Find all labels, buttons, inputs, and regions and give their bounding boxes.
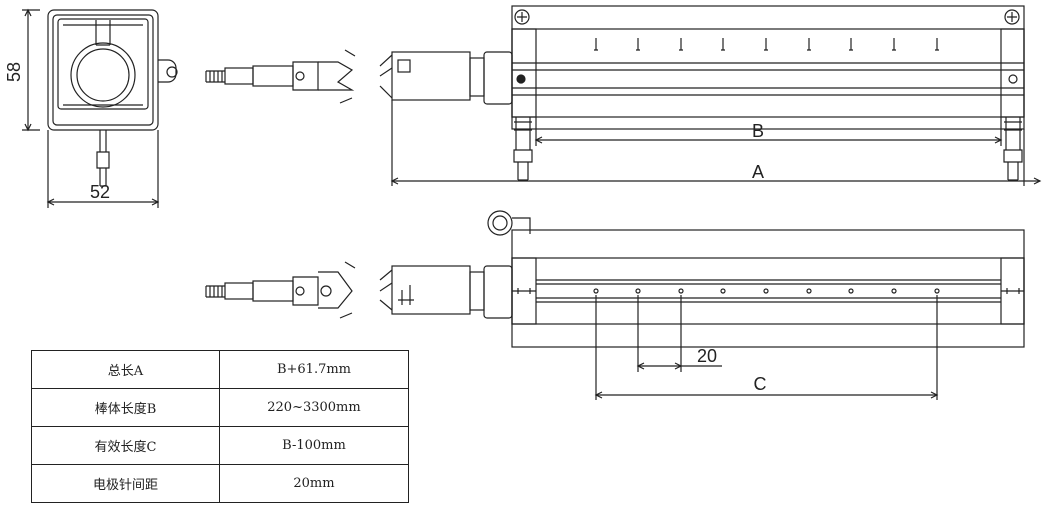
dim-label-c: C bbox=[754, 374, 767, 394]
spec-value: 220~3300mm bbox=[219, 388, 409, 427]
table-row: 电极针间距 20mm bbox=[31, 464, 409, 503]
table-row: 棒体长度B 220~3300mm bbox=[31, 388, 409, 427]
connector-top bbox=[205, 49, 513, 105]
dim-label-a: A bbox=[752, 162, 764, 182]
dim-label-20: 20 bbox=[697, 346, 717, 366]
spec-name: 棒体长度B bbox=[31, 388, 220, 427]
spec-value: B+61.7mm bbox=[219, 350, 409, 389]
table-row: 总长A B+61.7mm bbox=[31, 350, 409, 389]
spec-name: 电极针间距 bbox=[31, 464, 220, 503]
end-view bbox=[22, 8, 178, 208]
spec-name: 有效长度C bbox=[31, 426, 220, 465]
dim-label-b: B bbox=[752, 121, 764, 141]
connector-bottom bbox=[205, 261, 513, 319]
bar-top-view bbox=[390, 5, 1042, 186]
bar-front-view bbox=[487, 210, 1025, 400]
spec-table: 总长A B+61.7mm 棒体长度B 220~3300mm 有效长度C B-10… bbox=[31, 350, 409, 503]
table-row: 有效长度C B-100mm bbox=[31, 426, 409, 465]
spec-value: B-100mm bbox=[219, 426, 409, 465]
dim-label-58: 58 bbox=[4, 62, 24, 82]
dim-label-52: 52 bbox=[90, 182, 110, 202]
spec-name: 总长A bbox=[31, 350, 220, 389]
spec-value: 20mm bbox=[219, 464, 409, 503]
